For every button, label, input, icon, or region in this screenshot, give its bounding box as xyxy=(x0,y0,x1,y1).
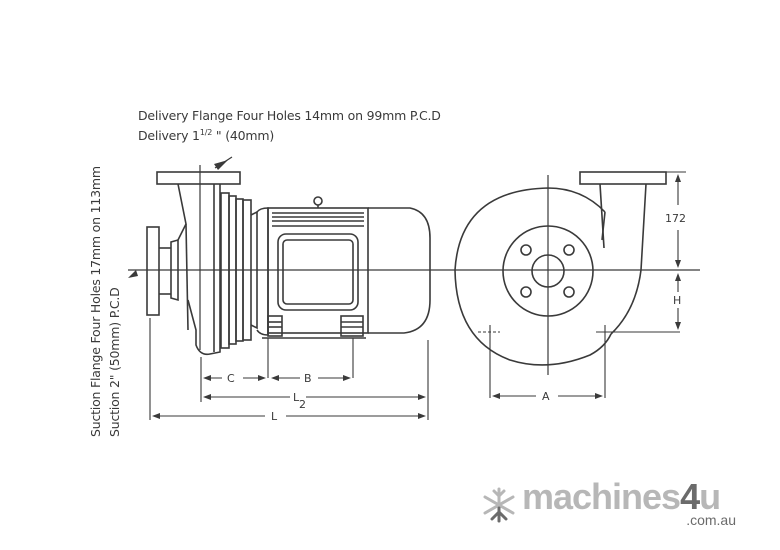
dimension-h-label: H xyxy=(673,294,681,307)
suction-flange xyxy=(146,226,179,316)
delivery-size-suffix: " (40mm) xyxy=(212,128,275,144)
dimension-l2-subscript: 2 xyxy=(299,398,306,411)
logo-domain: .com.au xyxy=(686,512,736,528)
motor-body xyxy=(256,196,431,339)
extension-lines xyxy=(149,318,429,420)
delivery-size-note: Delivery 11/2 " (40mm) xyxy=(138,128,274,143)
logo-wordmark: machines4u xyxy=(522,476,721,518)
dimension-lines-side xyxy=(154,377,424,417)
end-view xyxy=(454,171,686,398)
machines4u-logo[interactable]: machines4u .com.au xyxy=(480,476,750,530)
delivery-flange-note: Delivery Flange Four Holes 14mm on 99mm … xyxy=(138,108,441,123)
logo-suffix: u xyxy=(699,476,721,517)
delivery-flange xyxy=(156,165,241,350)
delivery-size-fraction: 1/2 xyxy=(199,128,213,137)
dimension-a-label: A xyxy=(542,390,550,403)
snowflake-icon xyxy=(483,487,515,523)
arrowheads xyxy=(128,160,681,419)
dimension-b-label: B xyxy=(304,372,312,385)
delivery-size-prefix: Delivery 1 xyxy=(138,128,200,144)
dimension-172-label: 172 xyxy=(665,212,686,225)
dimension-l-label: L xyxy=(271,410,278,423)
logo-brand: machines xyxy=(522,476,681,517)
logo-number: 4 xyxy=(680,476,700,517)
dimension-l2-label: L xyxy=(293,391,300,404)
pump-casing xyxy=(187,184,258,356)
dimension-c-label: C xyxy=(227,372,235,385)
